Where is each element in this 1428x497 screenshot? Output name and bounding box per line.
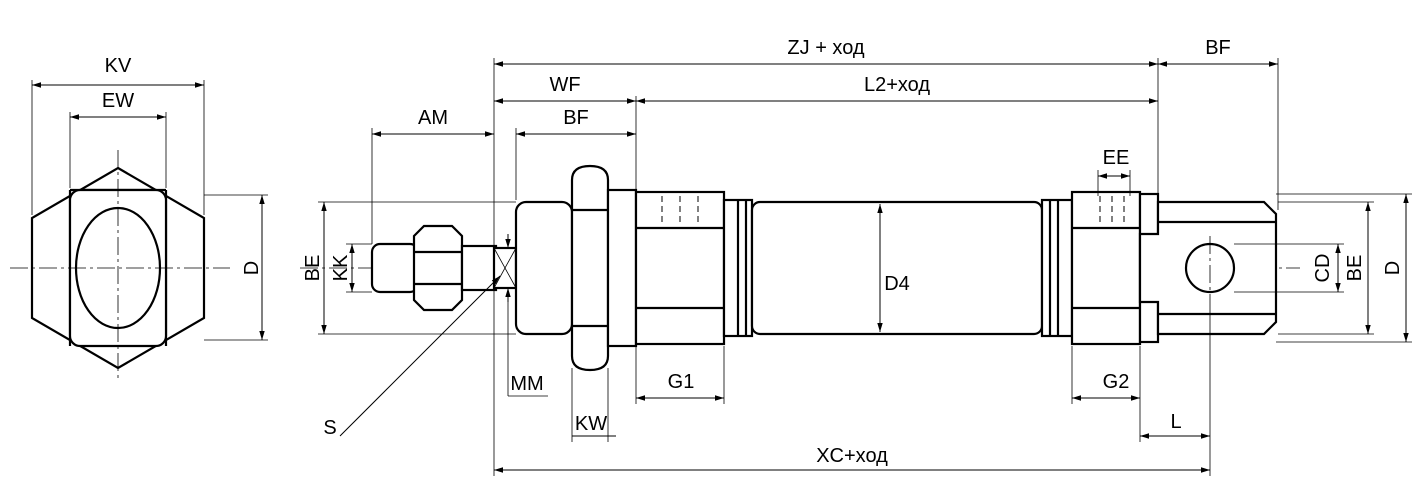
label-g1: G1: [668, 371, 695, 393]
rod-lock-nut: [412, 224, 464, 312]
label-kv: KV: [105, 55, 132, 77]
label-be-left: BE: [302, 255, 324, 282]
label-kk: KK: [330, 254, 352, 281]
cylinder-barrel: [750, 200, 1044, 336]
label-am: AM: [418, 107, 448, 129]
rear-head: [1070, 190, 1142, 346]
piston-rod: [460, 244, 498, 292]
label-zj: ZJ + ход: [787, 37, 864, 59]
label-mm: MM: [510, 373, 543, 395]
label-s: S: [323, 417, 336, 439]
label-bf-mid: BF: [563, 107, 589, 129]
label-l2: L2+ход: [864, 74, 930, 96]
front-head: [634, 190, 726, 346]
label-d4: D4: [884, 273, 910, 295]
label-wf: WF: [549, 74, 580, 96]
label-ee: EE: [1103, 147, 1130, 169]
dimensions: ZJ + ход BF WF L2+ход AM BF EE BE KK D4: [302, 37, 1412, 476]
label-d-right: D: [1382, 261, 1404, 275]
label-l: L: [1170, 411, 1181, 433]
label-xc: XC+ход: [816, 445, 888, 467]
label-be-right: BE: [1344, 255, 1366, 282]
front-collar: [606, 188, 638, 348]
front-cap-thread: [514, 200, 574, 336]
rod-thread: [370, 242, 420, 294]
label-cd: CD: [1312, 254, 1334, 283]
side-view: [300, 164, 1300, 372]
label-kw: KW: [575, 413, 607, 435]
label-ew: EW: [102, 90, 134, 112]
label-bf-right: BF: [1205, 37, 1231, 59]
label-d-left: D: [241, 261, 263, 275]
label-g2: G2: [1103, 371, 1130, 393]
end-view: KV EW D: [10, 55, 268, 380]
mounting-nut: [570, 164, 610, 372]
